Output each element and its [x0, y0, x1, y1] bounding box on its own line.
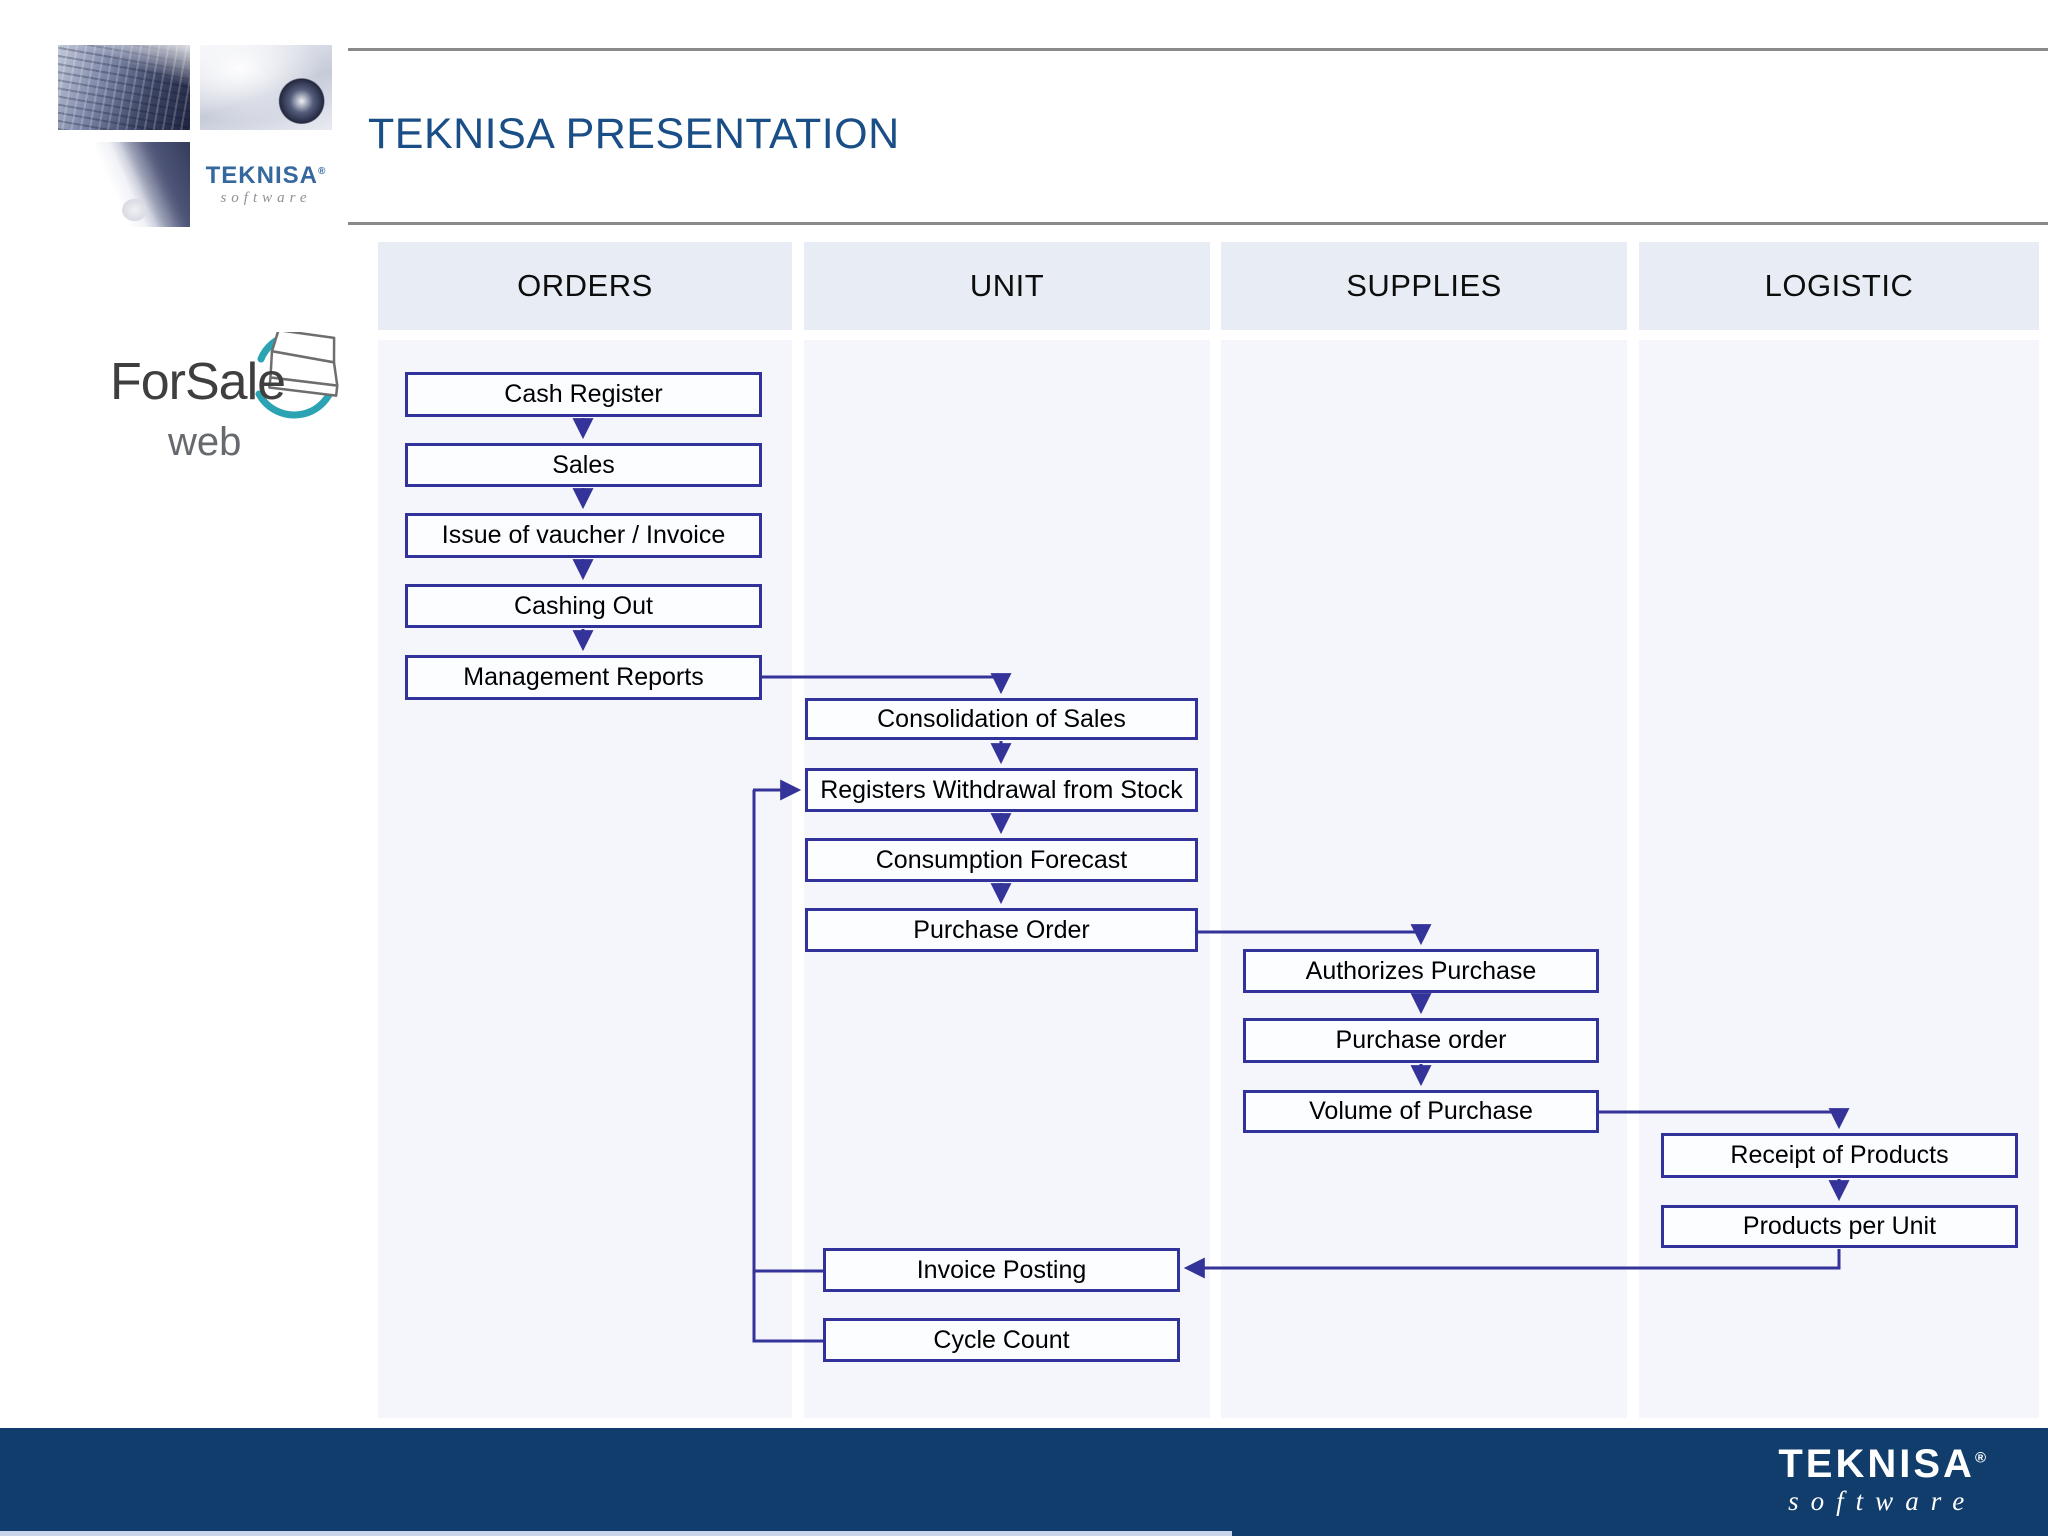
forsale-logo-subtext: web: [168, 420, 242, 464]
flow-box-authorizes-purchase: Authorizes Purchase: [1243, 949, 1599, 993]
handshake-photo: [58, 142, 190, 227]
flow-box-management-reports: Management Reports: [405, 655, 762, 700]
teknisa-logo-subtext: software: [220, 189, 312, 206]
column-header-logistic: LOGISTIC: [1639, 242, 2039, 330]
flow-box-products-per-unit: Products per Unit: [1661, 1205, 2018, 1248]
buildings-photo: [58, 45, 190, 130]
pos-terminal-icon: [255, 332, 339, 419]
column-header-orders: ORDERS: [378, 242, 792, 330]
flow-box-volume-purchase: Volume of Purchase: [1243, 1090, 1599, 1133]
footer-brand-wordmark: TEKNISA®: [1778, 1442, 1986, 1486]
registered-mark: ®: [317, 165, 327, 177]
flow-box-cashing-out: Cashing Out: [405, 584, 762, 628]
footer-teknisa-logo: TEKNISA® software: [1778, 1442, 1986, 1517]
column-body-logistic: [1639, 340, 2039, 1418]
globe-photo: [200, 45, 332, 130]
flow-box-sales: Sales: [405, 443, 762, 487]
footer-bottom-strip: [0, 1531, 1232, 1536]
flow-box-cycle-count: Cycle Count: [823, 1318, 1180, 1362]
column-header-supplies: SUPPLIES: [1221, 242, 1627, 330]
column-header-unit: UNIT: [804, 242, 1210, 330]
flow-box-consolidation-sales: Consolidation of Sales: [805, 698, 1198, 740]
flow-box-registers-withdrawal: Registers Withdrawal from Stock: [805, 768, 1198, 812]
column-body-supplies: [1221, 340, 1627, 1418]
teknisa-logo-wordmark: TEKNISA®: [205, 161, 327, 189]
flow-box-consumption-forecast: Consumption Forecast: [805, 838, 1198, 882]
flow-box-issue-voucher: Issue of vaucher / Invoice: [405, 513, 762, 558]
flow-box-purchase-order-supplies: Purchase order: [1243, 1018, 1599, 1063]
slide-title: TEKNISA PRESENTATION: [368, 110, 900, 158]
flow-box-purchase-order-unit: Purchase Order: [805, 908, 1198, 952]
footer-brand-subtext: software: [1788, 1486, 1977, 1516]
forsale-web-logo: ForSale web: [110, 332, 380, 473]
footer-registered-mark: ®: [1974, 1449, 1986, 1467]
column-body-orders: [378, 340, 792, 1418]
footer-bar: TEKNISA® software: [0, 1428, 2048, 1536]
forsale-logo-text: ForSale: [110, 353, 286, 411]
teknisa-logo: TEKNISA® software: [200, 142, 332, 227]
flow-box-invoice-posting: Invoice Posting: [823, 1248, 1180, 1292]
corner-logo-grid: TEKNISA® software: [58, 45, 332, 227]
flow-box-cash-register: Cash Register: [405, 372, 762, 417]
header-divider-line: [348, 48, 2048, 51]
title-divider-line: [348, 222, 2048, 225]
flow-box-receipt-products: Receipt of Products: [1661, 1133, 2018, 1178]
